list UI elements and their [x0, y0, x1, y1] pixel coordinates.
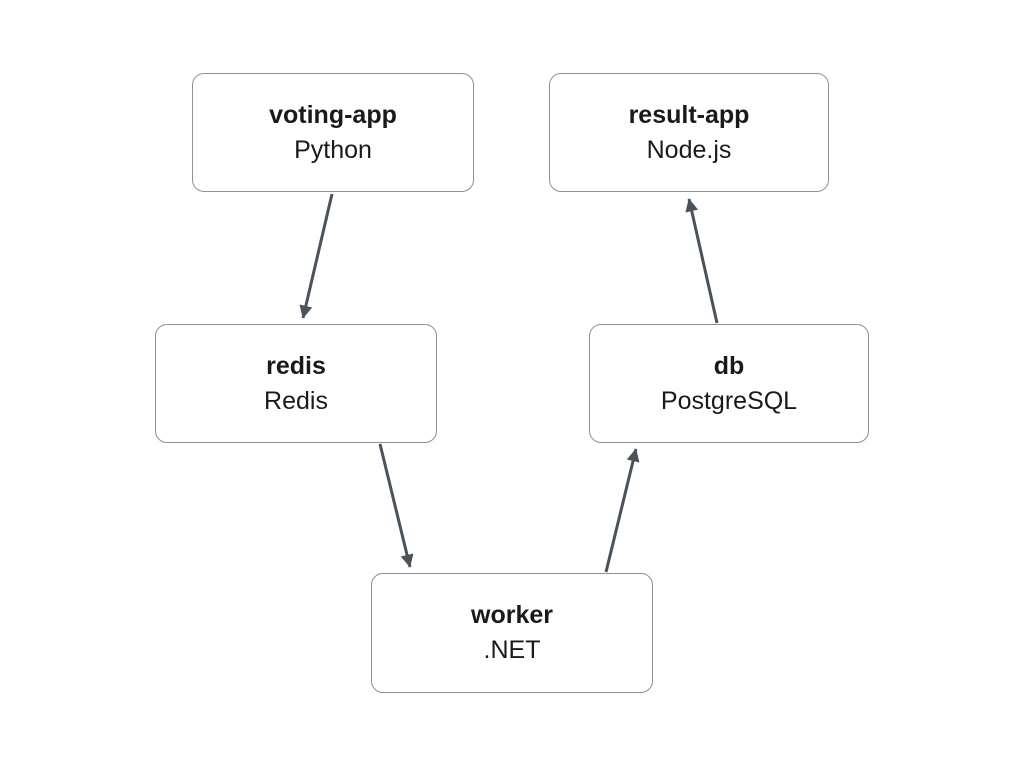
edge-db-to-result-app: [685, 198, 719, 324]
node-voting-app: voting-app Python: [192, 73, 474, 192]
node-redis-name: redis: [266, 351, 326, 380]
node-redis: redis Redis: [155, 324, 437, 443]
node-db-tech: PostgreSQL: [660, 386, 798, 415]
node-db: db PostgreSQL: [589, 324, 869, 443]
node-db-name: db: [713, 351, 745, 380]
node-worker-name: worker: [471, 601, 553, 629]
node-redis-tech: Redis: [264, 386, 328, 415]
node-worker: worker .NET: [371, 573, 653, 693]
node-voting-app-tech: Python: [294, 135, 372, 164]
node-voting-app-name: voting-app: [269, 100, 397, 129]
node-result-app-name: result-app: [628, 100, 750, 129]
node-result-app: result-app Node.js: [549, 73, 829, 192]
node-result-app-tech: Node.js: [646, 135, 732, 164]
edge-worker-to-db: [604, 448, 640, 573]
edge-redis-to-worker: [378, 443, 414, 568]
edge-voting-app-to-redis: [299, 193, 334, 319]
node-worker-tech: .NET: [483, 636, 541, 664]
